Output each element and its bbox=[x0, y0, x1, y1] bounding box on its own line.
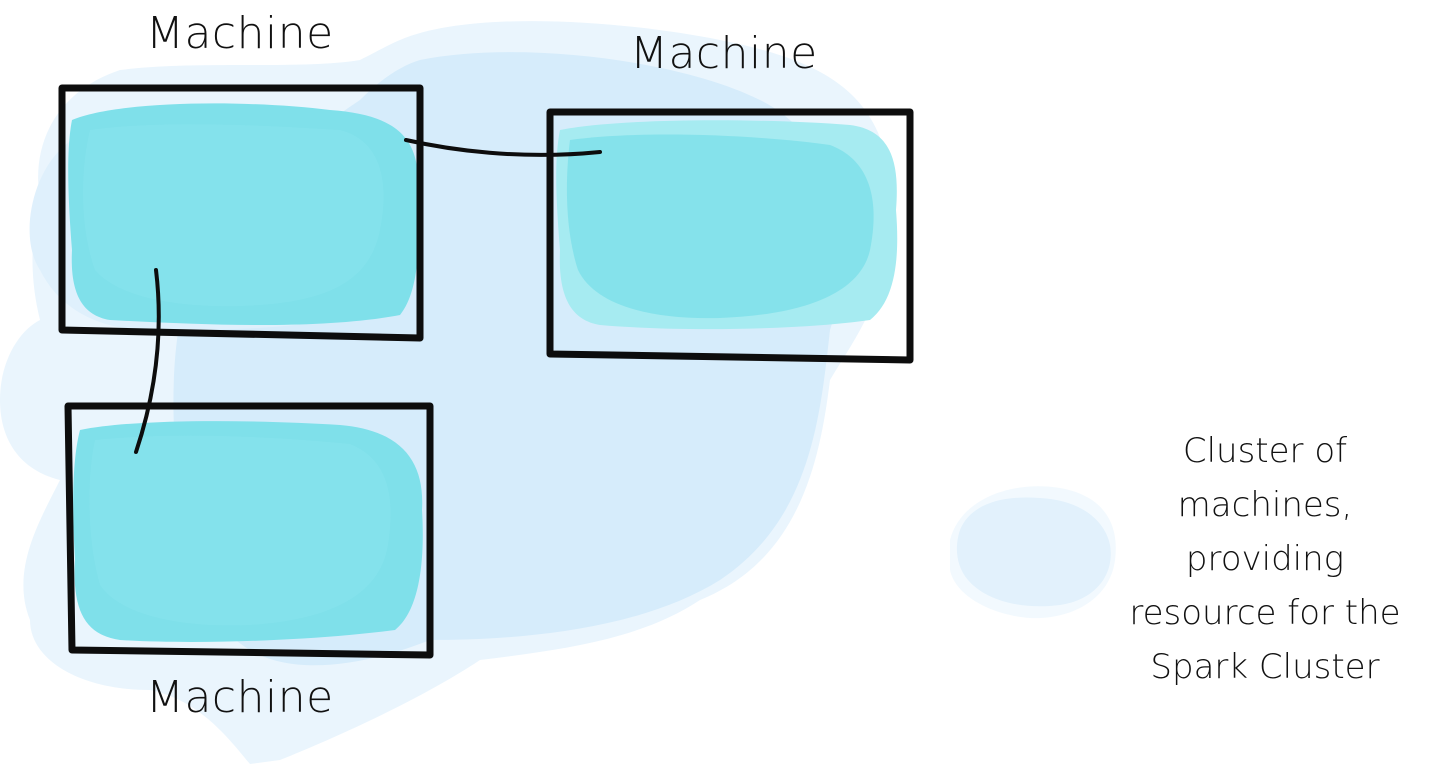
machine-label-top-left: Machine bbox=[146, 8, 334, 59]
caption-line: Cluster of bbox=[1182, 431, 1348, 471]
machine-fill-top-right-inner bbox=[566, 134, 874, 319]
connector-top-left-to-bottom bbox=[134, 268, 161, 454]
caption-line: providing bbox=[1185, 539, 1345, 579]
caption-line: resource for the bbox=[1129, 593, 1401, 633]
cluster-caption: Cluster of machines, providing resource … bbox=[1110, 424, 1420, 694]
caption-line: Spark Cluster bbox=[1150, 647, 1380, 687]
machine-label-bottom: Machine bbox=[146, 672, 334, 723]
caption-line: machines, bbox=[1177, 485, 1353, 525]
machine-box-top-right bbox=[546, 108, 914, 364]
machine-box-bottom bbox=[64, 402, 434, 659]
machine-fill-top-left-inner bbox=[83, 124, 384, 307]
machine-fills bbox=[68, 103, 898, 642]
machine-box-top-left bbox=[58, 84, 424, 342]
machine-fill-bottom-inner bbox=[89, 435, 391, 626]
machine-outlines bbox=[58, 84, 914, 659]
machine-label-top-right: Machine bbox=[630, 28, 818, 79]
cluster-wash-small-halo bbox=[950, 486, 1116, 619]
